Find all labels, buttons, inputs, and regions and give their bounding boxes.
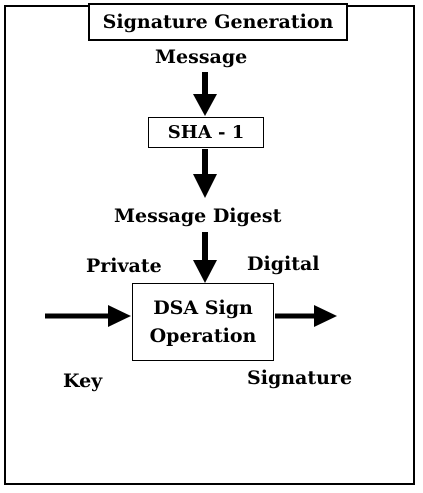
- message-digest-label: Message Digest: [114, 205, 282, 227]
- signature-label: Signature: [247, 367, 353, 389]
- key-label: Key: [63, 370, 103, 392]
- diagram-title: Signature Generation: [88, 3, 348, 41]
- dsa-sign-operation-box: DSA Sign Operation: [132, 283, 274, 361]
- sha1-box: SHA - 1: [148, 117, 264, 148]
- digital-label: Digital: [247, 253, 320, 275]
- message-label: Message: [155, 46, 248, 68]
- dsa-box-line1: DSA Sign: [153, 296, 253, 319]
- diagram-frame: [4, 5, 415, 485]
- private-label: Private: [86, 255, 162, 277]
- dsa-box-line2: Operation: [149, 325, 257, 347]
